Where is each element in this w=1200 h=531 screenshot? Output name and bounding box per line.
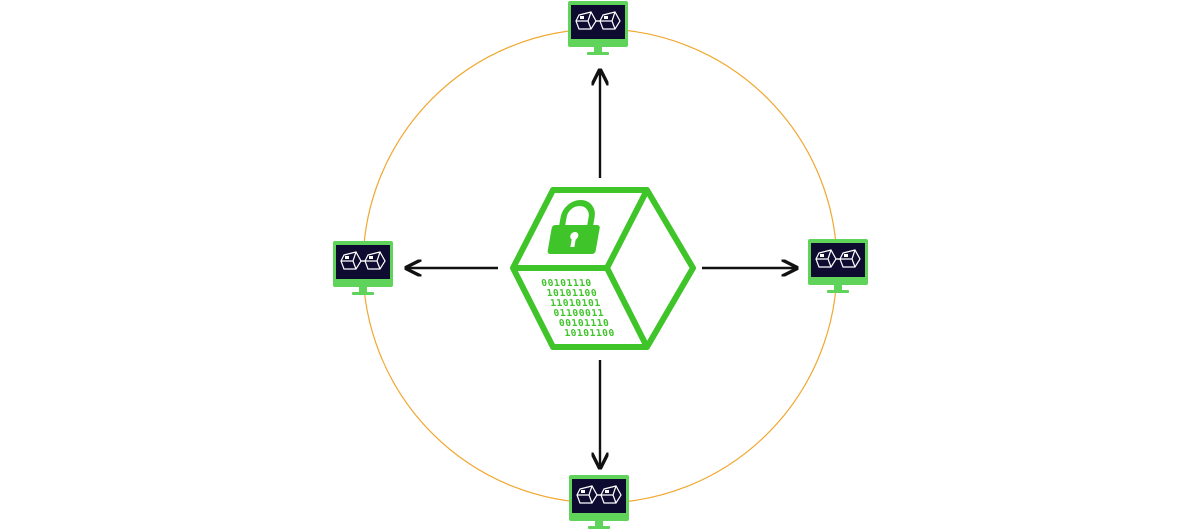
monitor-blockchain-icon: [332, 240, 394, 296]
binary-row: 10101100: [564, 328, 616, 339]
monitor-blockchain-icon: [568, 474, 630, 530]
binary-data: 00101110 10101100 11010101 01100011 0010…: [541, 278, 616, 339]
monitor-blockchain-icon: [567, 0, 629, 56]
binary-row: 00101110: [558, 318, 610, 329]
encrypted-block-icon: 00101110 10101100 11010101 01100011 0010…: [510, 187, 696, 350]
binary-row: 10101100: [546, 288, 598, 299]
monitor-blockchain-icon: [807, 238, 869, 294]
binary-row: 01100011: [553, 308, 605, 319]
binary-row: 00101110: [541, 278, 593, 289]
binary-row: 11010101: [549, 298, 601, 309]
padlock-icon: [547, 200, 600, 254]
